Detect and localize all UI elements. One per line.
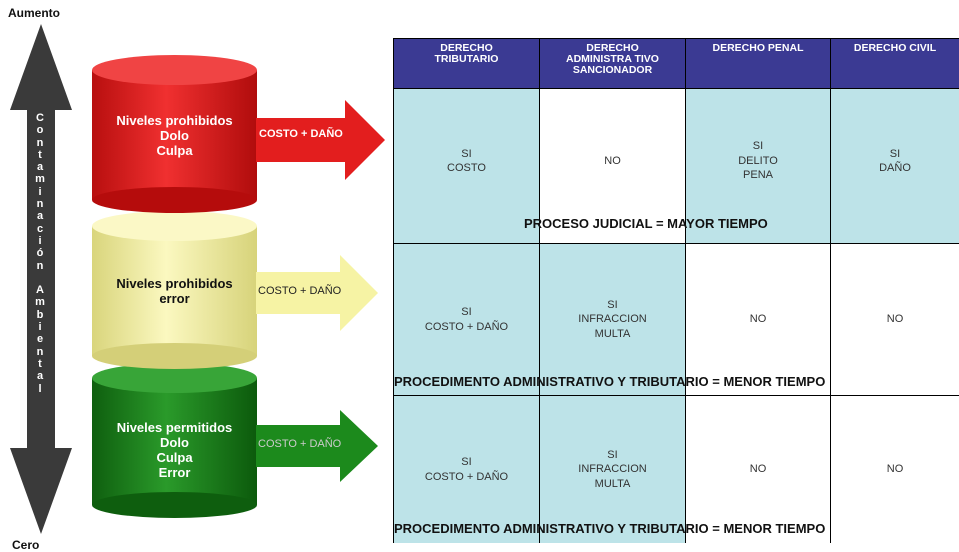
cell-line: SI bbox=[607, 448, 618, 461]
cylinder-stack bbox=[92, 55, 385, 518]
cell-line: INFRACCION bbox=[578, 313, 647, 326]
cell-line: SI bbox=[752, 140, 764, 153]
axis-letter: b bbox=[36, 308, 44, 321]
cell-line: SI bbox=[889, 147, 901, 160]
axis-bottom-label: Cero bbox=[12, 538, 40, 552]
cell-line: COSTO + DAÑO bbox=[424, 320, 509, 333]
arrow-red bbox=[256, 100, 385, 180]
cell-line: NO bbox=[886, 313, 904, 326]
cell-line: SI bbox=[607, 298, 618, 311]
cell-line: SI bbox=[461, 306, 472, 318]
header-penal: DERECHO PENAL bbox=[686, 38, 831, 88]
cylinder-yellow bbox=[92, 211, 257, 369]
cell-line: COSTO bbox=[447, 162, 486, 174]
cell-line: DELITO bbox=[738, 154, 778, 167]
axis-letter: a bbox=[36, 161, 44, 174]
axis-letter: A bbox=[36, 284, 44, 297]
cell-line: NO bbox=[749, 313, 767, 326]
axis-letter: i bbox=[38, 234, 42, 247]
header-civil: DERECHO CIVIL bbox=[831, 38, 959, 88]
cell-line: MULTA bbox=[594, 327, 631, 340]
arrow-red-label: COSTO + DAÑO bbox=[259, 128, 343, 140]
axis-letter: n bbox=[36, 136, 44, 149]
cell-line: SI bbox=[461, 147, 472, 160]
axis-letter: t bbox=[38, 148, 42, 161]
axis-letter: n bbox=[36, 259, 44, 272]
row-banner-3: PROCEDIMENTO ADMINISTRATIVO Y TRIBUTARIO… bbox=[394, 521, 826, 536]
table-cell: SI COSTO + DAÑO bbox=[394, 395, 540, 543]
axis-letter: n bbox=[36, 198, 44, 211]
arrow-green bbox=[256, 410, 378, 482]
axis-letter: i bbox=[38, 185, 42, 198]
cell-line: PENA bbox=[743, 169, 773, 182]
axis-letter: o bbox=[36, 124, 44, 137]
axis-letter: a bbox=[36, 370, 44, 383]
axis-letter: l bbox=[38, 382, 42, 395]
cylinder-green bbox=[92, 363, 257, 518]
axis-letter: ó bbox=[36, 247, 44, 260]
axis-letter: a bbox=[36, 210, 44, 223]
axis-letter: e bbox=[36, 333, 44, 346]
level-yellow-text: Niveles prohibidos error bbox=[116, 276, 233, 306]
cylinder-red bbox=[92, 55, 257, 213]
axis-letter: C bbox=[36, 112, 44, 124]
axis-letter: c bbox=[36, 222, 44, 235]
axis-letter: m bbox=[35, 296, 45, 309]
cell-line: NO bbox=[604, 154, 621, 167]
axis-letter: i bbox=[38, 321, 42, 334]
row-banner-1: PROCESO JUDICIAL = MAYOR TIEMPO bbox=[524, 216, 768, 231]
axis-letter: t bbox=[38, 357, 42, 370]
cell-line: DAÑO bbox=[879, 162, 911, 174]
axis-letter: n bbox=[36, 345, 44, 358]
arrow-yellow bbox=[256, 255, 378, 331]
table-cell: NO bbox=[686, 395, 831, 543]
table-cell: NO bbox=[831, 395, 959, 543]
level-red-text: Niveles prohibidos Dolo Culpa bbox=[116, 113, 233, 158]
row-banner-2: PROCEDIMENTO ADMINISTRATIVO Y TRIBUTARIO… bbox=[394, 374, 826, 389]
arrow-yellow-label: COSTO + DAÑO bbox=[258, 285, 342, 297]
table-cell: SI COSTO + DAÑO bbox=[394, 243, 540, 395]
table-cell: NO bbox=[831, 243, 959, 395]
cell-line: NO bbox=[749, 463, 767, 476]
table-cell: SI COSTO bbox=[394, 88, 540, 243]
header-tributario: DERECHO TRIBUTARIO bbox=[394, 38, 540, 88]
cell-line: COSTO + DAÑO bbox=[424, 470, 509, 483]
cell-line: INFRACCION bbox=[578, 463, 647, 476]
cell-line: SI bbox=[461, 456, 472, 468]
axis-top-label: Aumento bbox=[8, 6, 60, 20]
cell-line: MULTA bbox=[594, 477, 631, 490]
cell-line: NO bbox=[886, 463, 904, 476]
table-cell: SI DAÑO bbox=[831, 88, 959, 243]
arrow-green-label: COSTO + DAÑO bbox=[258, 438, 342, 450]
axis-letter: m bbox=[35, 173, 45, 186]
vertical-double-arrow bbox=[10, 24, 72, 534]
level-green-text: Niveles permitidos Dolo Culpa Error bbox=[116, 420, 233, 480]
header-administrativo: DERECHO ADMINISTRA TIVO SANCIONADOR bbox=[540, 38, 686, 88]
table-cell: NO bbox=[540, 88, 686, 243]
table-cell: NO bbox=[686, 243, 831, 395]
